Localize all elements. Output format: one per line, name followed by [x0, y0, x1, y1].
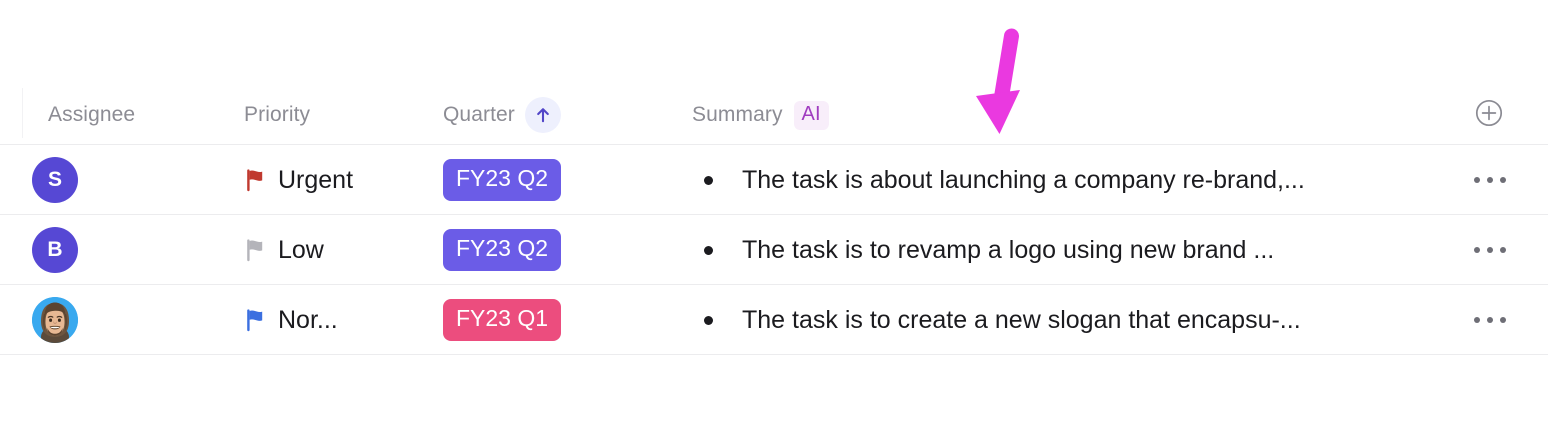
bullet-icon — [704, 245, 713, 255]
column-header-quarter[interactable]: Quarter — [443, 97, 561, 133]
ellipsis-icon[interactable] — [1470, 309, 1510, 331]
flag-icon — [242, 167, 268, 193]
cell-priority[interactable]: Nor... — [242, 285, 338, 355]
column-header-assignee-label: Assignee — [48, 103, 136, 126]
quarter-chip: FY23 Q2 — [443, 229, 562, 271]
avatar[interactable]: S — [32, 157, 78, 203]
summary-text: The task is to revamp a logo using new b… — [742, 235, 1275, 264]
cell-quarter[interactable]: FY23 Q2 — [443, 215, 562, 285]
table-row[interactable]: S Urgent FY23 Q2 The task is about launc… — [0, 145, 1548, 215]
quarter-chip: FY23 Q2 — [443, 159, 562, 201]
table-header-row: Assignee Priority Quarter Summary AI — [0, 86, 1548, 145]
plus-circle-icon[interactable] — [1474, 98, 1504, 128]
cell-actions[interactable] — [1470, 145, 1510, 215]
avatar[interactable]: B — [32, 227, 78, 273]
cell-actions[interactable] — [1470, 215, 1510, 285]
priority-label: Low — [278, 235, 324, 264]
summary-text: The task is to create a new slogan that … — [742, 305, 1301, 334]
cell-assignee[interactable]: S — [32, 145, 78, 215]
priority-label: Nor... — [278, 305, 338, 334]
ai-badge: AI — [793, 100, 829, 130]
column-header-summary[interactable]: Summary AI — [692, 100, 829, 130]
cell-assignee[interactable]: B — [32, 215, 78, 285]
cell-actions[interactable] — [1470, 285, 1510, 355]
bullet-icon — [704, 175, 713, 185]
ellipsis-icon[interactable] — [1470, 169, 1510, 191]
summary-text: The task is about launching a company re… — [742, 165, 1305, 194]
column-header-assignee[interactable]: Assignee — [48, 103, 135, 127]
ellipsis-icon[interactable] — [1470, 239, 1510, 261]
column-header-priority[interactable]: Priority — [244, 103, 310, 127]
cell-summary[interactable]: The task is to revamp a logo using new b… — [704, 215, 1274, 285]
cell-priority[interactable]: Urgent — [242, 145, 353, 215]
column-header-priority-label: Priority — [244, 103, 311, 126]
priority-label: Urgent — [278, 165, 354, 194]
column-header-quarter-label: Quarter — [443, 103, 515, 126]
header-column-divider — [22, 88, 23, 138]
flag-icon — [242, 237, 268, 263]
quarter-chip: FY23 Q1 — [443, 299, 562, 341]
table-row[interactable]: Nor... FY23 Q1 The task is to create a n… — [0, 285, 1548, 355]
flag-icon — [242, 307, 268, 333]
arrow-up-icon[interactable] — [524, 97, 561, 133]
cell-priority[interactable]: Low — [242, 215, 324, 285]
column-header-summary-label: Summary — [692, 103, 783, 126]
table-row[interactable]: B Low FY23 Q2 The task is to revamp a lo… — [0, 215, 1548, 285]
cell-assignee[interactable] — [32, 285, 78, 355]
cell-summary[interactable]: The task is to create a new slogan that … — [704, 285, 1301, 355]
cell-quarter[interactable]: FY23 Q2 — [443, 145, 562, 215]
avatar[interactable] — [32, 297, 78, 343]
bullet-icon — [704, 315, 713, 325]
cell-quarter[interactable]: FY23 Q1 — [443, 285, 562, 355]
cell-summary[interactable]: The task is about launching a company re… — [704, 145, 1305, 215]
